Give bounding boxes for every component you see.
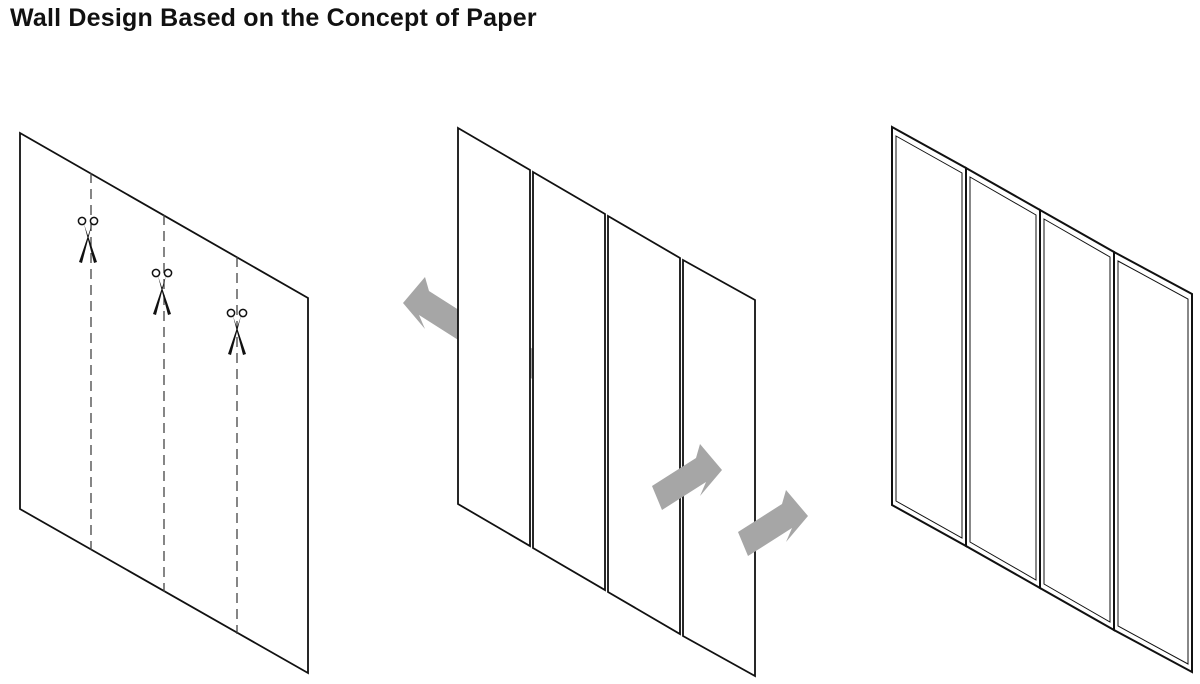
stage-cut-sheet: [19, 131, 309, 675]
paper-sheet: [19, 131, 309, 675]
strip-1: [457, 126, 531, 548]
panel-4: [1113, 250, 1193, 674]
panel-3: [1039, 208, 1115, 632]
strips: [457, 126, 756, 678]
strip-2: [532, 170, 606, 592]
strip-3: [607, 214, 681, 636]
stage-framed-panels: [891, 125, 1193, 674]
panel-1: [891, 125, 967, 548]
panel-2: [965, 166, 1041, 590]
stage-separated-strips: [403, 126, 808, 678]
page-title: Wall Design Based on the Concept of Pape…: [10, 4, 537, 32]
